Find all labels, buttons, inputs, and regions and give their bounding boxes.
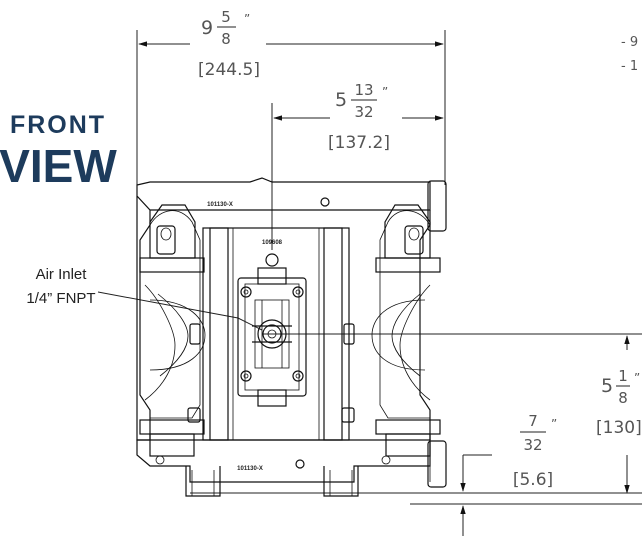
bottom-manifold-hole bbox=[295, 459, 305, 469]
dim-inlet-height-mm: [130] bbox=[596, 418, 642, 438]
bottom-manifold-part-mark: 101130-X bbox=[237, 466, 263, 472]
dim-center-offset-whole: 5 bbox=[335, 89, 347, 111]
legend-fragment-2: - 1 bbox=[621, 59, 638, 74]
dim-inlet-height-text: 5 1 8 ” [130] bbox=[596, 367, 642, 438]
dim-overall-width-den: 8 bbox=[221, 30, 231, 48]
dim-overall-width-num: 5 bbox=[221, 8, 231, 26]
legend-fragment-1: - 9 bbox=[621, 35, 638, 50]
dim-foot-height-den: 32 bbox=[523, 436, 542, 454]
heading-view: VIEW bbox=[0, 140, 117, 192]
dim-inlet-height-den: 8 bbox=[618, 389, 628, 407]
center-part-mark: 109608 bbox=[262, 240, 283, 246]
dim-inlet-height-whole: 5 bbox=[601, 375, 613, 397]
dim-center-offset-text: 5 13 32 ” [137.2] bbox=[328, 81, 390, 153]
right-chamber bbox=[419, 210, 431, 440]
bottom-inlet-port bbox=[427, 440, 447, 488]
dim-foot-height-text: 7 32 ” [5.6] bbox=[513, 412, 557, 490]
top-manifold bbox=[136, 177, 431, 211]
air-valve-block bbox=[237, 277, 307, 397]
dim-center-offset-den: 32 bbox=[354, 103, 373, 121]
air-inlet-label: Air Inlet bbox=[36, 266, 88, 283]
dim-overall-width-text: 9 5 8 ” [244.5] bbox=[198, 8, 260, 80]
heading-front: FRONT bbox=[10, 111, 106, 139]
dim-inlet-height-num: 1 bbox=[618, 367, 628, 385]
dim-foot-height-mm: [5.6] bbox=[513, 470, 553, 490]
dim-overall-width-whole: 9 bbox=[201, 17, 213, 39]
dim-overall-width-mm: [244.5] bbox=[198, 60, 260, 80]
air-inlet-size-label: 1/4” FNPT bbox=[26, 290, 95, 307]
dim-foot-height-num: 7 bbox=[528, 412, 538, 430]
pump-body: 101130-X 109608 bbox=[136, 177, 447, 497]
dim-overall-width-unit: ” bbox=[244, 12, 250, 26]
dim-foot-height-unit: ” bbox=[551, 417, 557, 431]
left-foot bbox=[185, 466, 221, 497]
top-manifold-part-mark: 101130-X bbox=[207, 202, 233, 208]
air-inlet-port bbox=[257, 319, 287, 349]
dim-center-offset-mm: [137.2] bbox=[328, 133, 390, 153]
dim-center-offset-num: 13 bbox=[354, 81, 373, 99]
top-manifold-hole bbox=[320, 197, 330, 207]
right-foot bbox=[323, 466, 359, 497]
dim-inlet-height-unit: ” bbox=[634, 371, 640, 385]
top-outlet-port bbox=[427, 180, 447, 232]
dim-center-offset-unit: ” bbox=[382, 85, 388, 99]
left-chamber bbox=[136, 196, 151, 441]
